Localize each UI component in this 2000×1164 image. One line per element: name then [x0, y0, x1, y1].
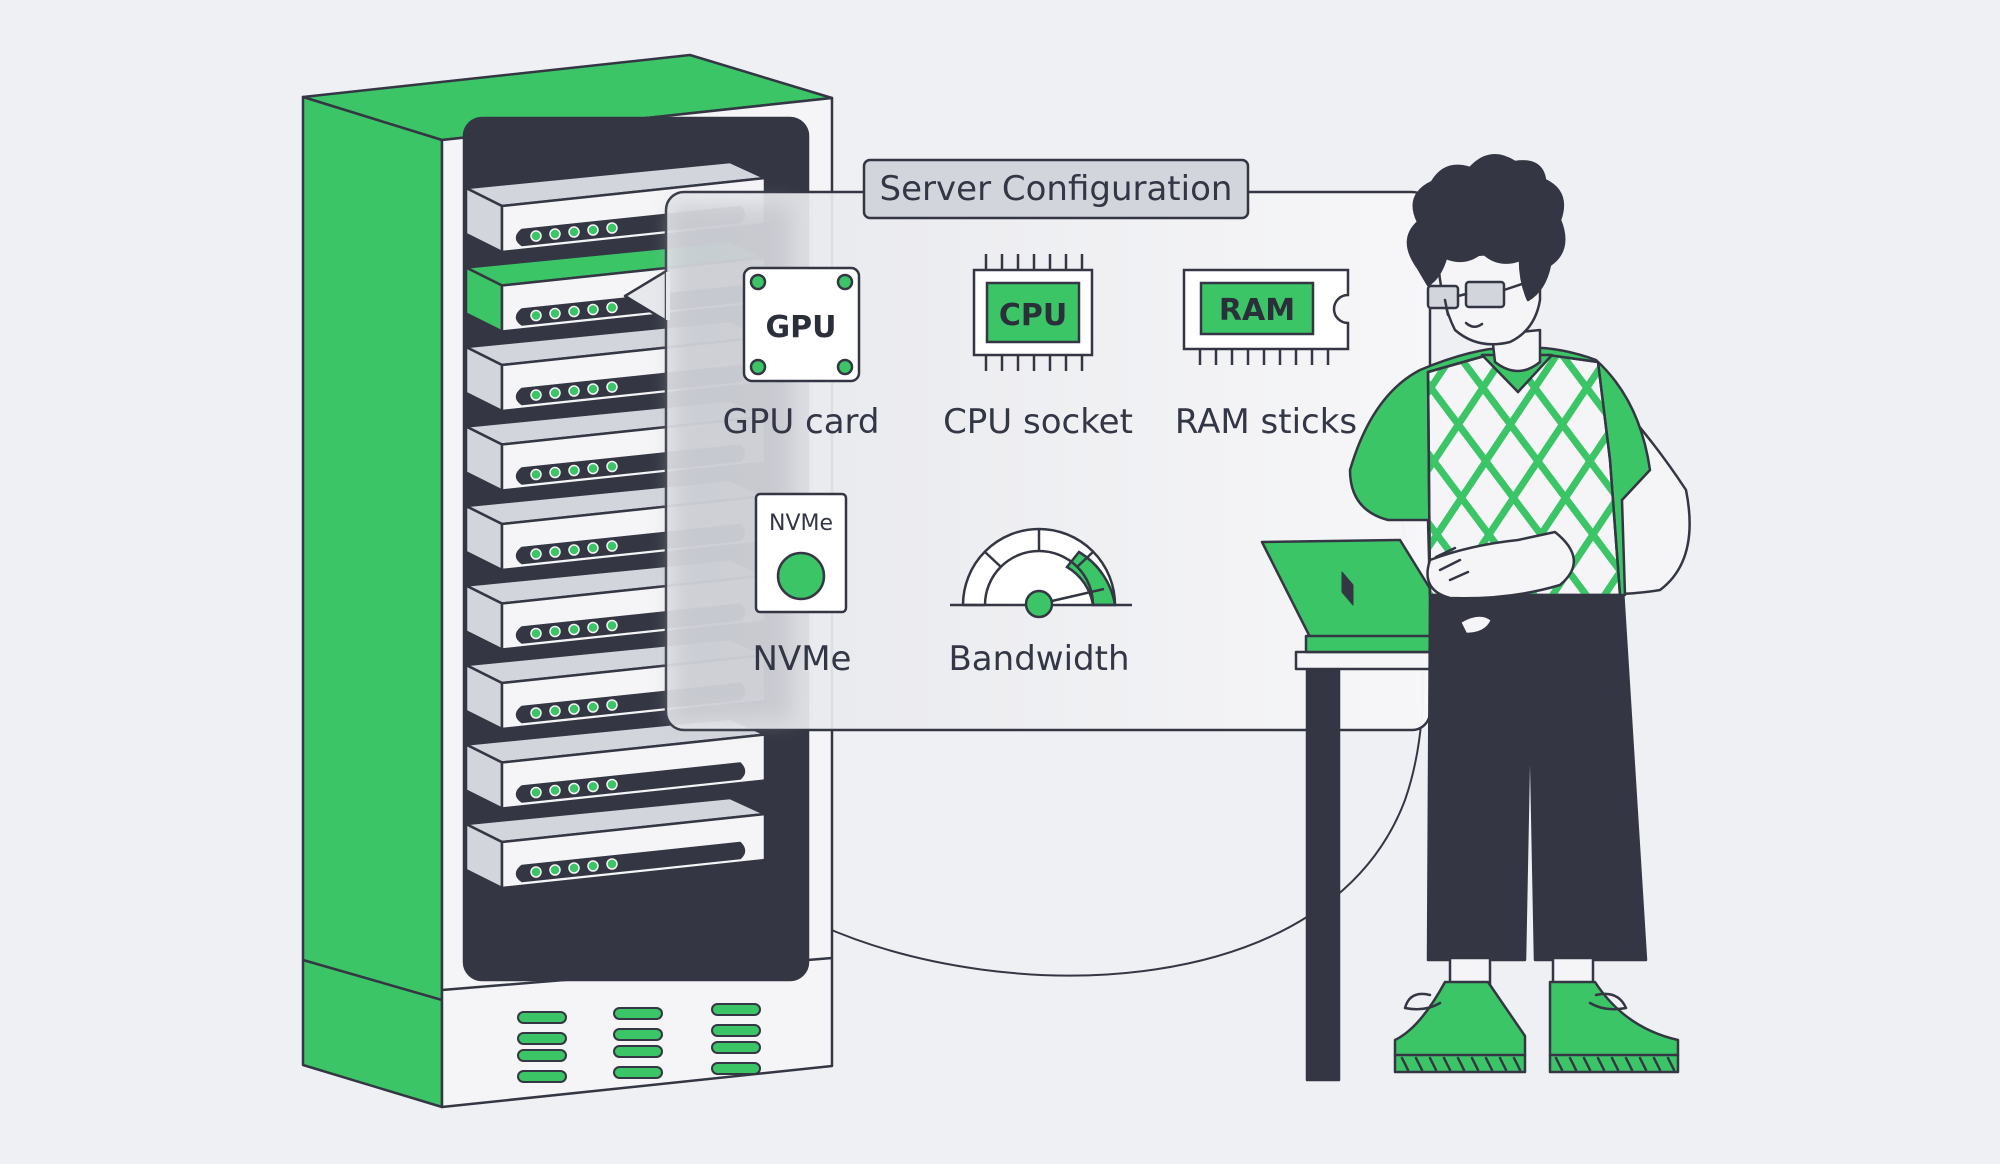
status-led: [568, 862, 580, 874]
laptop-logo-icon: [1341, 571, 1354, 606]
status-led: [530, 309, 542, 322]
panel-title-tab: [862, 158, 1250, 220]
rack-unit: [464, 717, 767, 810]
status-led: [530, 468, 542, 481]
vent-slot: [517, 1049, 567, 1062]
status-led: [568, 464, 580, 477]
status-led: [530, 389, 542, 401]
status-led: [606, 619, 618, 632]
status-led: [587, 860, 599, 872]
status-led: [606, 699, 618, 711]
nvme-chip-label: NVMe: [769, 511, 833, 536]
cpu-icon: [972, 254, 1094, 371]
status-led: [606, 778, 618, 791]
vent-slot: [711, 1041, 761, 1054]
status-led: [549, 387, 561, 399]
status-led: [587, 462, 599, 475]
gauge-icon: [950, 527, 1132, 619]
status-led: [549, 466, 561, 479]
cpu-socket-label: CPU socket: [943, 402, 1133, 442]
ram-icon: [1182, 268, 1350, 365]
ram-sticks-label: RAM sticks: [1175, 402, 1357, 442]
status-led: [606, 460, 618, 473]
status-led: [530, 786, 542, 799]
status-led: [606, 301, 618, 314]
rack-unit: [464, 796, 767, 890]
nvme-label: NVMe: [753, 639, 852, 679]
status-led: [587, 780, 599, 793]
status-led: [568, 782, 580, 795]
vent-slot: [613, 1045, 663, 1058]
status-led: [606, 381, 618, 393]
vent-slot: [711, 1062, 761, 1075]
bandwidth-label: Bandwidth: [948, 639, 1129, 679]
status-led: [587, 621, 599, 634]
status-led: [587, 542, 599, 554]
gpu-icon: [742, 266, 861, 383]
vent-slot: [517, 1070, 567, 1083]
vent-slot: [613, 1066, 663, 1079]
status-led: [530, 866, 542, 878]
status-led: [568, 226, 580, 238]
rack-vents: [517, 1003, 761, 1083]
vent-slot: [711, 1024, 761, 1037]
panel-title: Server Configuration: [880, 169, 1233, 209]
status-led: [606, 540, 618, 552]
status-led: [568, 544, 580, 556]
ram-chip-label: RAM: [1219, 293, 1295, 328]
person-glasses: [1426, 284, 1460, 310]
person-right-shoe: [1548, 980, 1680, 1074]
status-led: [530, 230, 542, 242]
status-led: [530, 548, 542, 560]
person-trousers: [1426, 588, 1648, 962]
vent-slot: [613, 1007, 663, 1020]
gpu-chip-label: GPU: [766, 310, 837, 345]
vent-slot: [517, 1032, 567, 1045]
rack-side: [301, 95, 444, 1109]
status-led: [530, 627, 542, 640]
status-led: [587, 701, 599, 713]
person: [1348, 154, 1691, 1074]
status-led: [606, 858, 618, 870]
person-left-shoe: [1393, 980, 1527, 1074]
gpu-card-label: GPU card: [722, 402, 879, 442]
configuration-panel: Server Configuration GPU GPU card CPU CP…: [623, 158, 1432, 732]
status-led: [587, 303, 599, 316]
status-led: [530, 707, 542, 719]
status-led: [587, 383, 599, 395]
status-led: [568, 385, 580, 397]
vent-slot: [613, 1028, 663, 1041]
nvme-icon: [754, 492, 848, 614]
status-led: [549, 705, 561, 717]
vent-slot: [517, 1011, 567, 1024]
status-led: [587, 224, 599, 236]
status-led: [549, 864, 561, 876]
cpu-chip-label: CPU: [999, 298, 1067, 333]
status-led: [549, 784, 561, 797]
status-led: [568, 305, 580, 318]
status-led: [568, 623, 580, 636]
status-led: [549, 307, 561, 320]
person-hair: [1406, 154, 1566, 302]
status-led: [568, 703, 580, 715]
status-led: [549, 228, 561, 240]
status-led: [549, 625, 561, 638]
vent-slot: [711, 1003, 761, 1016]
status-led: [549, 546, 561, 558]
status-led: [606, 222, 618, 234]
